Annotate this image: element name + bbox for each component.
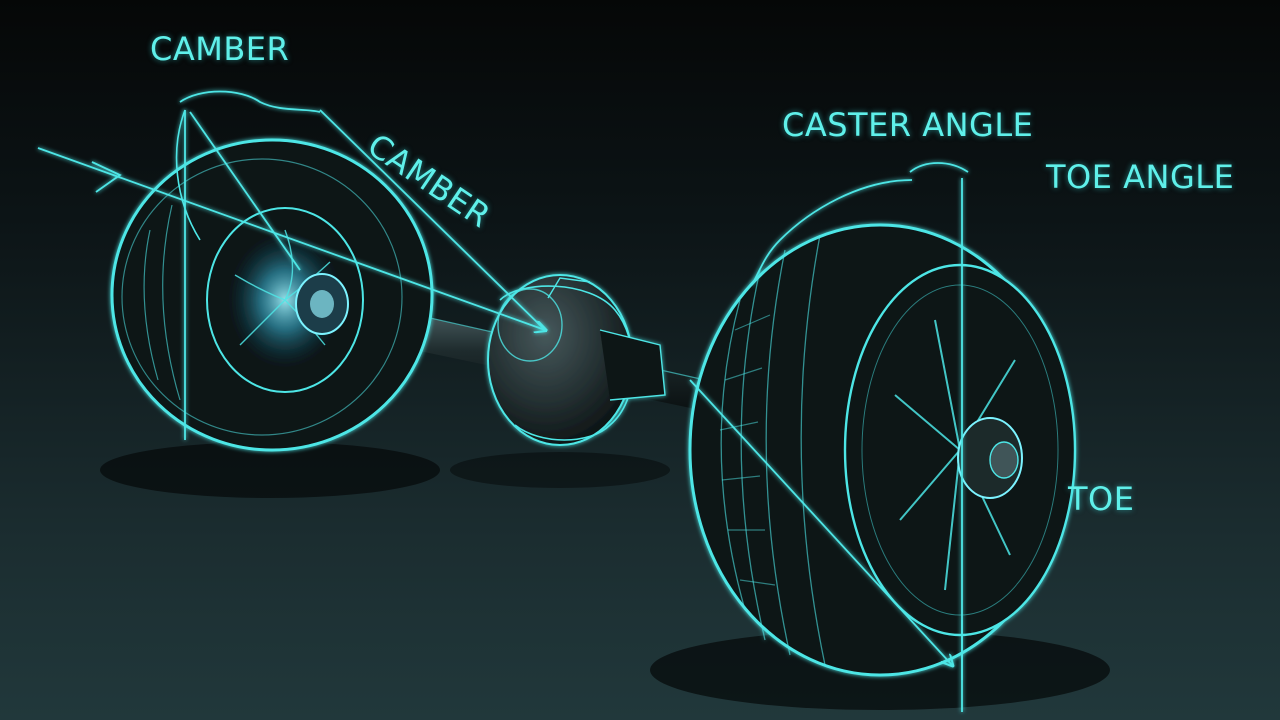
floor-shadow-left xyxy=(100,442,440,498)
alignment-lines xyxy=(37,90,969,712)
label-camber-top: CAMBER xyxy=(150,30,290,68)
label-caster-angle: CASTER ANGLE xyxy=(782,106,1034,144)
caster-bracket xyxy=(909,162,969,173)
differential xyxy=(487,274,666,446)
left-wheel xyxy=(110,109,434,452)
arrow-chevron-mid xyxy=(91,161,122,193)
label-toe-angle: TOE ANGLE xyxy=(1046,158,1235,196)
camber-vertical-line xyxy=(189,111,301,271)
right-wheel xyxy=(688,223,1077,677)
toe-diagonal-line xyxy=(689,379,952,665)
camber-bracket xyxy=(179,90,321,113)
caster-arc xyxy=(751,179,913,286)
label-toe: TOE xyxy=(1068,480,1135,518)
floor-shadow-diff xyxy=(450,452,670,488)
camber-diagonal-line xyxy=(319,109,546,331)
camber-arrow-line xyxy=(37,147,545,330)
